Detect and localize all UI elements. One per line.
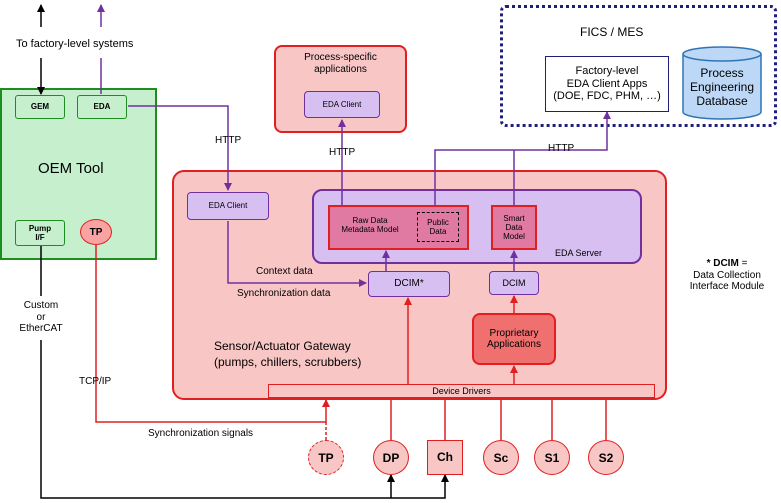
http-center-label: HTTP [329,147,356,158]
dcim-note-definition: Data Collection Interface Module [689,269,765,293]
raw-data-label: Raw Data Metadata Model [341,216,399,235]
custom-ethercat-label: Custom or EtherCAT [19,300,63,334]
tp-tcp-line [95,245,330,423]
oem-tool-title: OEM Tool [38,160,104,177]
dcim-note-term: * DCIM [706,258,739,269]
factory-client-apps-box: Factory-level EDA Client Apps (DOE, FDC,… [545,56,669,112]
sync-signals-label: Synchronization signals [148,428,254,439]
device-s1-node: S1 [534,440,570,475]
device-sc-node: Sc [483,440,519,475]
public-to-factory-line [434,111,611,213]
dcim-note: * DCIM = Data Collection Interface Modul… [676,258,778,293]
process-database-label: Process Engineering Database [689,66,755,108]
http-right-label: HTTP [548,143,575,154]
gateway-eda-client-box: EDA Client [187,192,269,220]
oem-tp-node: TP [80,219,112,245]
fics-mes-title: FICS / MES [580,25,644,39]
smart-data-box: Smart Data Model [491,205,537,250]
public-data-box: Public Data [417,212,459,242]
context-data-label: Context data [256,266,313,277]
device-tp-node: TP [308,440,344,475]
dcim-note-equals: = [738,258,748,269]
oem-eda-box: EDA [77,95,127,119]
sync-data-label: Synchronization data [237,288,331,299]
device-dp-node: DP [373,440,409,475]
process-eda-client-box: EDA Client [304,91,380,118]
dcim-star-box: DCIM* [368,271,450,297]
ethercat-bus-line-low [40,340,449,499]
process-apps-title: Process-specific applications [304,52,377,75]
gem-box: GEM [15,95,65,119]
factory-systems-label: To factory-level systems [16,38,134,50]
context-sync-line [227,221,367,287]
device-drivers-box: Device Drivers [268,384,655,398]
proprietary-apps-box: Proprietary Applications [472,313,556,365]
gateway-title: Sensor/Actuator Gateway (pumps, chillers… [214,339,362,370]
device-s2-node: S2 [588,440,624,475]
pump-if-box: Pump I/F [15,220,65,246]
device-ch-node: Ch [427,440,463,475]
tcp-ip-label: TCP/IP [79,376,112,387]
oem-eda-to-gateway-client-line [128,105,232,191]
eda-server-label: EDA Server [555,248,603,258]
http-left-label: HTTP [215,135,242,146]
process-apps-box [274,45,407,133]
dcim-box: DCIM [489,271,539,295]
